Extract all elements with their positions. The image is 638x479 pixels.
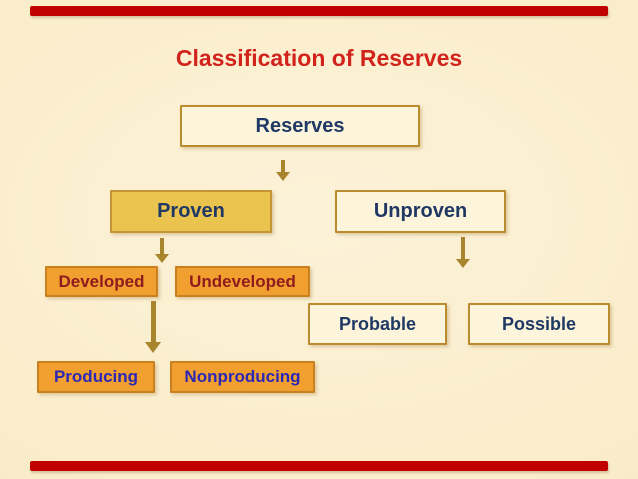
node-probable-label: Probable	[338, 313, 417, 334]
arrow-head	[145, 342, 161, 353]
node-nonproducing-label: Nonproducing	[184, 367, 301, 386]
node-developed: Developed	[45, 266, 158, 297]
arrow-head	[155, 254, 169, 263]
slide-title: Classification of Reserves	[175, 45, 463, 71]
down-arrow-icon-reserves	[276, 160, 290, 181]
top-accent-bar	[30, 6, 608, 16]
bottom-accent-bar	[30, 461, 608, 471]
node-possible: Possible	[468, 303, 610, 345]
arrow-head	[456, 259, 470, 268]
node-proven: Proven	[110, 190, 272, 233]
node-possible-label: Possible	[501, 313, 577, 334]
arrow-shaft	[461, 237, 465, 259]
node-unproven: Unproven	[335, 190, 506, 233]
node-undeveloped-label: Undeveloped	[189, 271, 296, 291]
node-developed-label: Developed	[58, 271, 145, 291]
arrow-shaft	[160, 238, 164, 254]
node-proven-label: Proven	[157, 200, 225, 222]
node-producing-label: Producing	[53, 367, 139, 386]
arrow-shaft	[281, 160, 285, 172]
down-arrow-icon-unproven	[456, 237, 470, 268]
node-unproven-label: Unproven	[373, 200, 468, 222]
node-undeveloped: Undeveloped	[175, 266, 310, 297]
arrow-head	[276, 172, 290, 181]
node-reserves-label: Reserves	[255, 114, 345, 137]
down-arrow-icon-developed	[145, 301, 161, 353]
node-reserves: Reserves	[180, 105, 420, 147]
node-probable: Probable	[308, 303, 447, 345]
arrow-shaft	[150, 301, 156, 342]
node-nonproducing: Nonproducing	[170, 361, 315, 393]
down-arrow-icon-proven	[155, 238, 169, 263]
node-producing: Producing	[37, 361, 155, 393]
